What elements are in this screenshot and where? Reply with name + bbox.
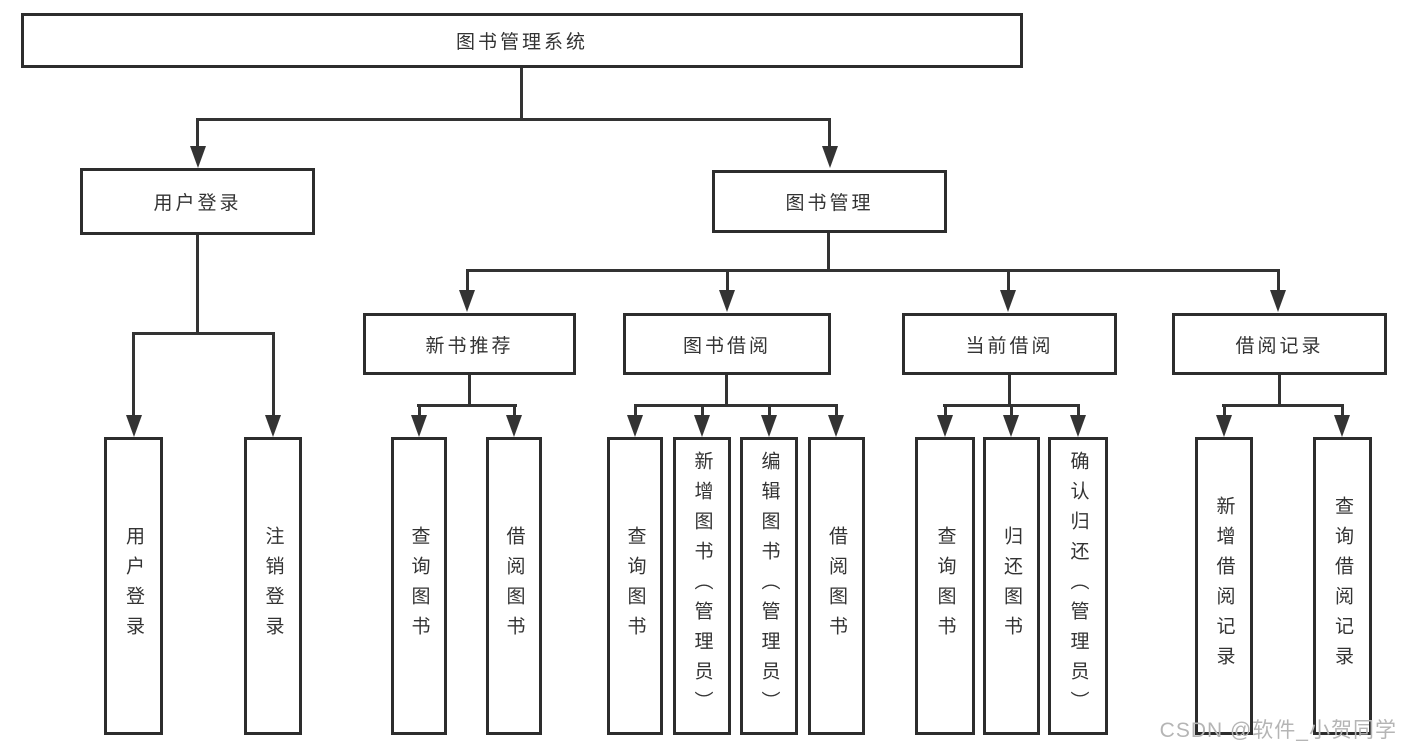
node-query-borrow-record: 查询借阅记录 [1313,437,1372,735]
edge-root-branch [196,118,831,121]
arrowhead-query-books-borrowing [627,415,643,437]
arrowhead-book-management [822,146,838,168]
edge-user-login-drop-1 [132,332,135,416]
arrowhead-query-books-current [937,415,953,437]
node-query-books-current: 查询图书 [915,437,975,735]
edge-borrowing-drop-4 [835,404,838,418]
arrowhead-borrow-books-recommend [506,415,522,437]
node-add-books-admin: 新增图书（管理员） [673,437,731,735]
arrowhead-confirm-return [1070,415,1086,437]
edge-root-stem [520,68,523,120]
node-query-books-recommend: 查询图书 [391,437,447,735]
node-book-borrowing: 图书借阅 [623,313,831,375]
edge-user-login-drop-2 [272,332,275,416]
edge-current-drop-3 [1077,404,1080,418]
node-logout-leaf: 注销登录 [244,437,302,735]
arrowhead-book-borrowing [719,290,735,312]
arrowhead-login [126,415,142,437]
arrowhead-add-books [694,415,710,437]
arrowhead-borrow-books [828,415,844,437]
arrowhead-query-borrow-record [1334,415,1350,437]
edge-borrowing-drop-1 [634,404,637,418]
arrowhead-edit-books [761,415,777,437]
edge-records-stem [1278,375,1281,406]
watermark-text: CSDN @软件_小贺同学 [1159,719,1397,742]
edge-user-login-stem [196,235,199,334]
arrowhead-current-borrowing [1000,290,1016,312]
edge-borrowing-drop-2 [701,404,704,418]
edge-borrowing-stem [725,375,728,406]
edge-records-branch [1222,404,1344,407]
edge-current-stem [1008,375,1011,406]
edge-current-drop-2 [1010,404,1013,418]
node-query-books-borrowing: 查询图书 [607,437,663,735]
edge-records-drop-2 [1341,404,1344,418]
edge-book-mgmt-drop-1 [466,269,469,291]
edge-records-drop-1 [1223,404,1226,418]
node-add-borrow-record: 新增借阅记录 [1195,437,1253,735]
node-login-leaf: 用户登录 [104,437,163,735]
edge-borrowing-drop-3 [768,404,771,418]
node-borrowing-records: 借阅记录 [1172,313,1387,375]
edge-book-mgmt-drop-4 [1277,269,1280,291]
node-confirm-return-admin: 确认归还（管理员） [1048,437,1108,735]
edge-borrowing-branch [634,404,838,407]
edge-book-mgmt-stem [827,233,830,271]
edge-recommend-drop-2 [513,404,516,418]
node-edit-books-admin: 编辑图书（管理员） [740,437,798,735]
node-current-borrowing: 当前借阅 [902,313,1117,375]
edge-root-drop-left [196,118,199,148]
node-user-login: 用户登录 [80,168,315,235]
arrowhead-add-borrow-record [1216,415,1232,437]
node-borrow-books-recommend: 借阅图书 [486,437,542,735]
arrowhead-new-book-recommend [459,290,475,312]
edge-recommend-drop-1 [418,404,421,418]
edge-current-drop-1 [944,404,947,418]
node-new-book-recommend: 新书推荐 [363,313,576,375]
edge-book-mgmt-drop-2 [726,269,729,291]
edge-recommend-stem [468,375,471,406]
edge-user-login-branch [132,332,275,335]
edge-recommend-branch [417,404,517,407]
arrowhead-borrowing-records [1270,290,1286,312]
arrowhead-user-login [190,146,206,168]
node-book-management: 图书管理 [712,170,947,233]
edge-book-mgmt-branch [466,269,1280,272]
edge-root-drop-right [828,118,831,148]
arrowhead-logout [265,415,281,437]
node-library-system: 图书管理系统 [21,13,1023,68]
arrowhead-return-books [1003,415,1019,437]
node-borrow-books: 借阅图书 [808,437,865,735]
edge-book-mgmt-drop-3 [1007,269,1010,291]
node-return-books: 归还图书 [983,437,1040,735]
arrowhead-query-books-recommend [411,415,427,437]
